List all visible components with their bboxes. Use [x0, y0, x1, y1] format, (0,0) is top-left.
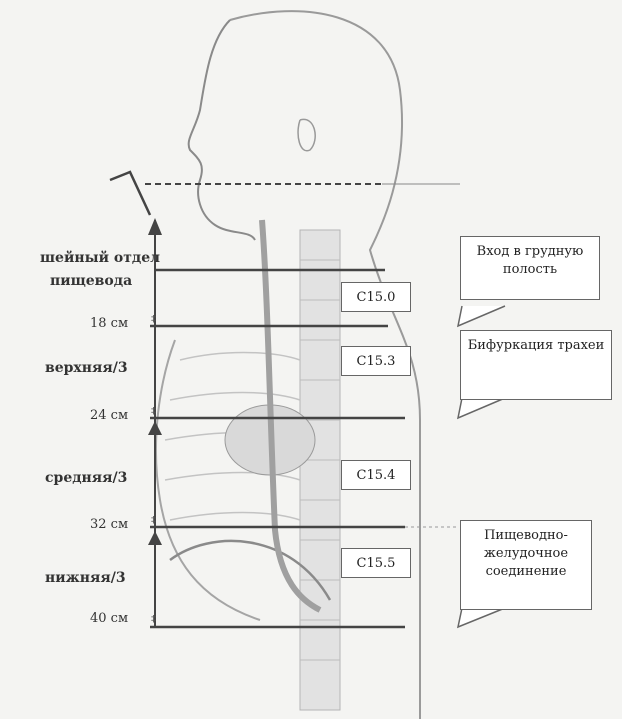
- ribcage: [156, 340, 260, 620]
- arrow-up-1: [148, 218, 162, 235]
- section-middle-third: средняя/3: [45, 470, 127, 486]
- callout-thoracic-inlet: Вход в грудную полость: [460, 236, 600, 300]
- callout-gej: Пищеводно-желудочное соединение: [460, 520, 592, 610]
- distance-24cm: 24 см: [90, 408, 128, 423]
- svg-text:‡: ‡: [151, 406, 156, 417]
- code-box-c15-0: C15.0: [341, 282, 411, 312]
- code-box-c15-3: C15.3: [341, 346, 411, 376]
- chin-line: [110, 172, 150, 215]
- callout-tail-2: [458, 398, 505, 418]
- ear: [298, 119, 315, 150]
- callout-tail-3: [458, 608, 505, 627]
- arrow-up-3: [148, 531, 162, 545]
- spine: [300, 230, 340, 710]
- svg-text:‡: ‡: [151, 314, 156, 325]
- section-lower-third: нижняя/3: [45, 570, 126, 586]
- svg-text:‡: ‡: [151, 614, 156, 625]
- arrow-up-2: [148, 421, 162, 435]
- code-box-c15-4: C15.4: [341, 460, 411, 490]
- section-cervical-line2: пищевода: [50, 273, 132, 289]
- callout-tracheal-bifurcation: Бифуркация трахеи: [460, 330, 612, 400]
- svg-text:‡: ‡: [151, 515, 156, 526]
- face-profile: [189, 20, 255, 240]
- section-upper-third: верхняя/3: [45, 360, 128, 376]
- callout-tail-1: [458, 306, 505, 326]
- distance-18cm: 18 см: [90, 316, 128, 331]
- distance-32cm: 32 см: [90, 517, 128, 532]
- distance-40cm: 40 см: [90, 611, 128, 626]
- code-box-c15-5: C15.5: [341, 548, 411, 578]
- section-cervical-line1: шейный отдел: [40, 250, 160, 266]
